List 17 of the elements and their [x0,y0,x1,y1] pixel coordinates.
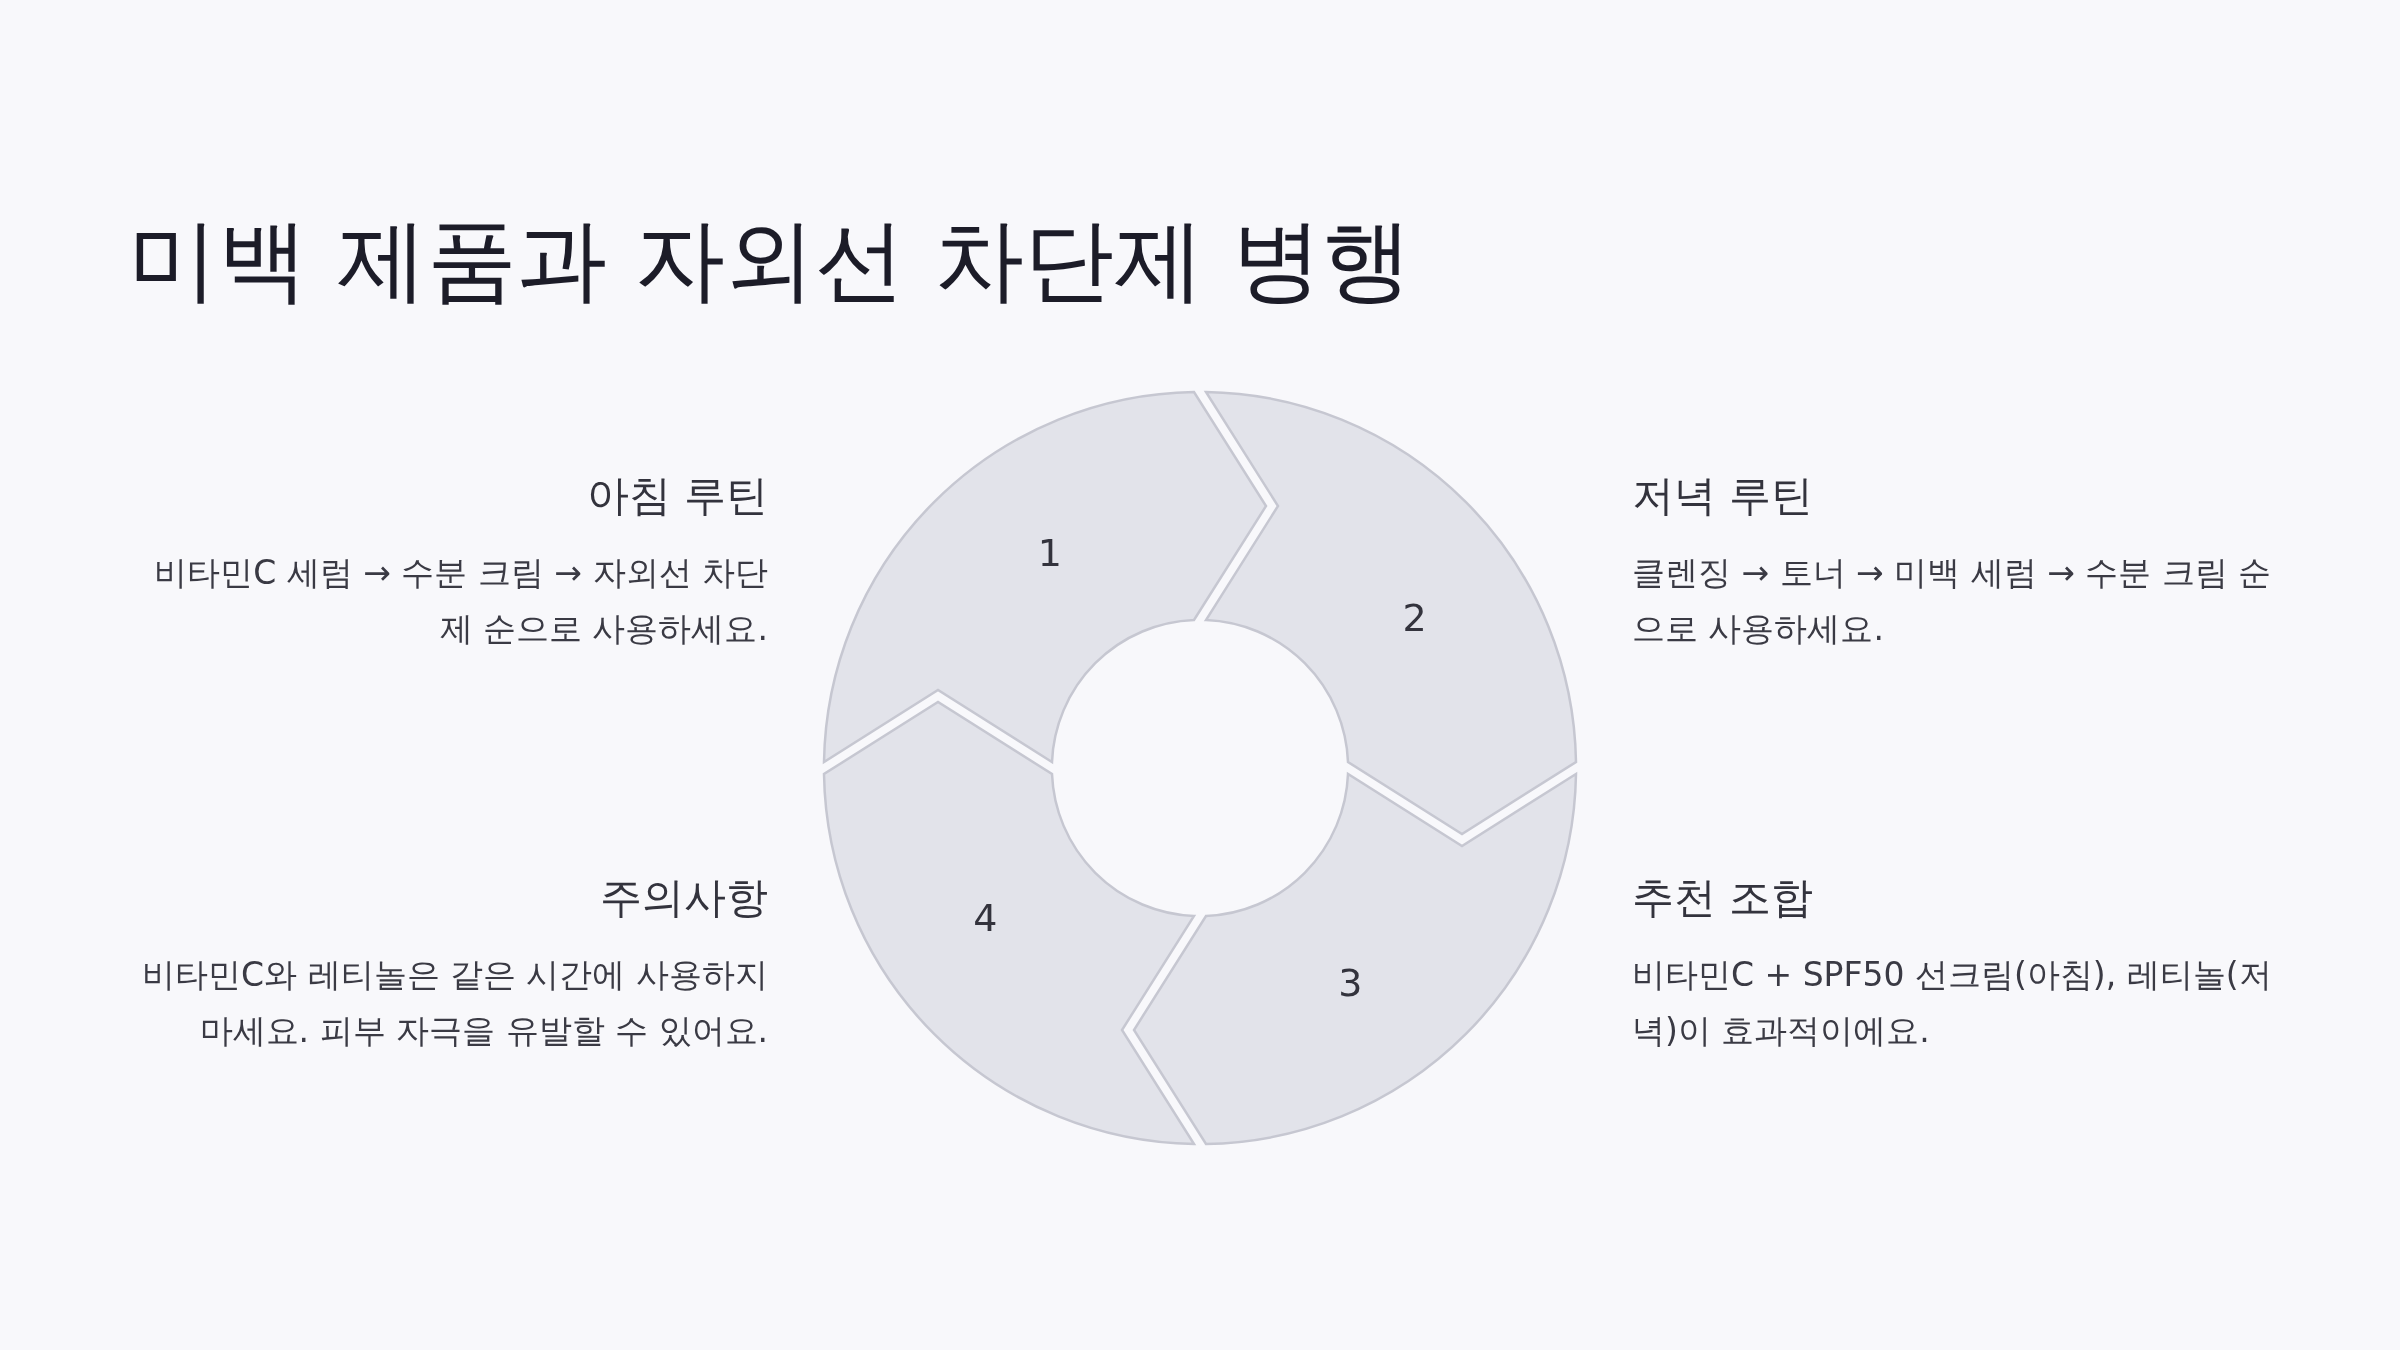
ring-segment [822,700,1196,1146]
section-heading: 저녁 루틴 [1632,470,1815,522]
section-heading: 추천 조합 [1632,872,1815,924]
ring-segment [1132,772,1578,1146]
ring-segment [1204,390,1578,836]
description-text: 비타민C와 레티놀은 같은 시간에 사용하지 마세요. 피부 자극을 유발할 수 있어요. [141,954,768,1052]
description-text: 비타민C + SPF50 선크림(아침), 레티놀(저녁)이 효과적이에요. [1632,954,2272,1052]
step-number: 2 [1402,595,1427,640]
description-text: 비타민C 세럼 → 수분 크림 → 자외선 차단제 순으로 사용하세요. [153,552,768,650]
ring-segment [822,390,1268,764]
description-text: 클렌징 → 토너 → 미백 세럼 → 수분 크림 순으로 사용하세요. [1632,552,2272,650]
title: 미백 제품과 자외선 차단제 병행 [128,206,1413,314]
step-number: 3 [1338,960,1363,1005]
section-heading: 주의사항 [599,872,768,924]
step-number: 4 [973,896,998,941]
step-number: 1 [1037,531,1062,576]
section-heading: 아침 루틴 [585,470,768,522]
